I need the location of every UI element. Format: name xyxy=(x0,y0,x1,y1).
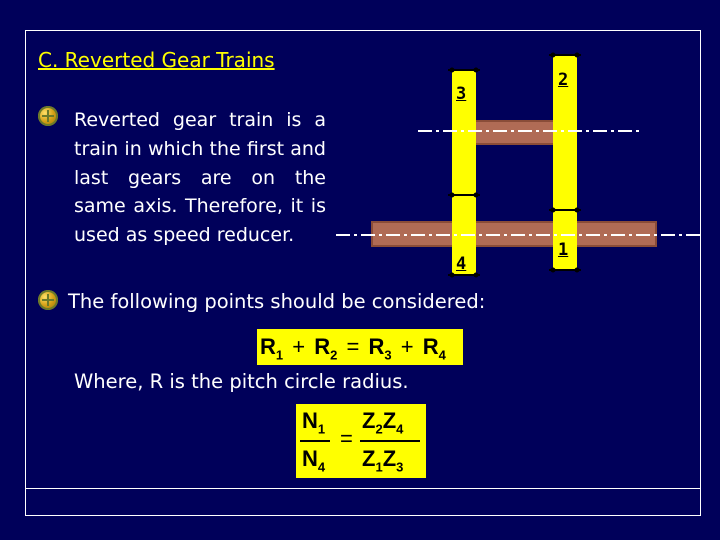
ratio-numerator: N1 xyxy=(302,408,326,437)
gear-label-1: 1 xyxy=(558,240,569,260)
where-note: Where, R is the pitch circle radius. xyxy=(74,370,409,393)
ratio-denominator: N4 xyxy=(302,446,326,475)
gear-tooth-dots xyxy=(449,52,580,278)
gear-2 xyxy=(553,55,577,210)
footer-divider xyxy=(25,488,701,489)
slide-title: C. Reverted Gear Trains xyxy=(38,48,275,72)
gear-3 xyxy=(452,70,476,195)
radius-equation: R1 + R2 = R3 + R4 xyxy=(257,329,463,365)
bullet-icon xyxy=(38,106,58,126)
fraction-bar xyxy=(300,440,330,442)
gear-1 xyxy=(553,210,577,270)
teeth-numerator: Z2Z4 xyxy=(362,408,404,437)
description-paragraph: Reverted gear train is a train in which … xyxy=(74,109,326,247)
equals-sign: = xyxy=(340,426,353,451)
bullet-icon xyxy=(38,290,58,310)
speed-ratio-equation: N1 N4 = Z2Z4 Z1Z3 xyxy=(296,404,426,478)
gear-label-4: 4 xyxy=(456,254,467,274)
teeth-denominator: Z1Z3 xyxy=(362,446,404,475)
slide-frame xyxy=(25,30,701,516)
gear-label-3: 3 xyxy=(456,84,467,104)
points-heading: The following points should be considere… xyxy=(68,290,486,313)
gear-label-2: 2 xyxy=(558,70,569,90)
fraction-bar xyxy=(360,440,420,442)
